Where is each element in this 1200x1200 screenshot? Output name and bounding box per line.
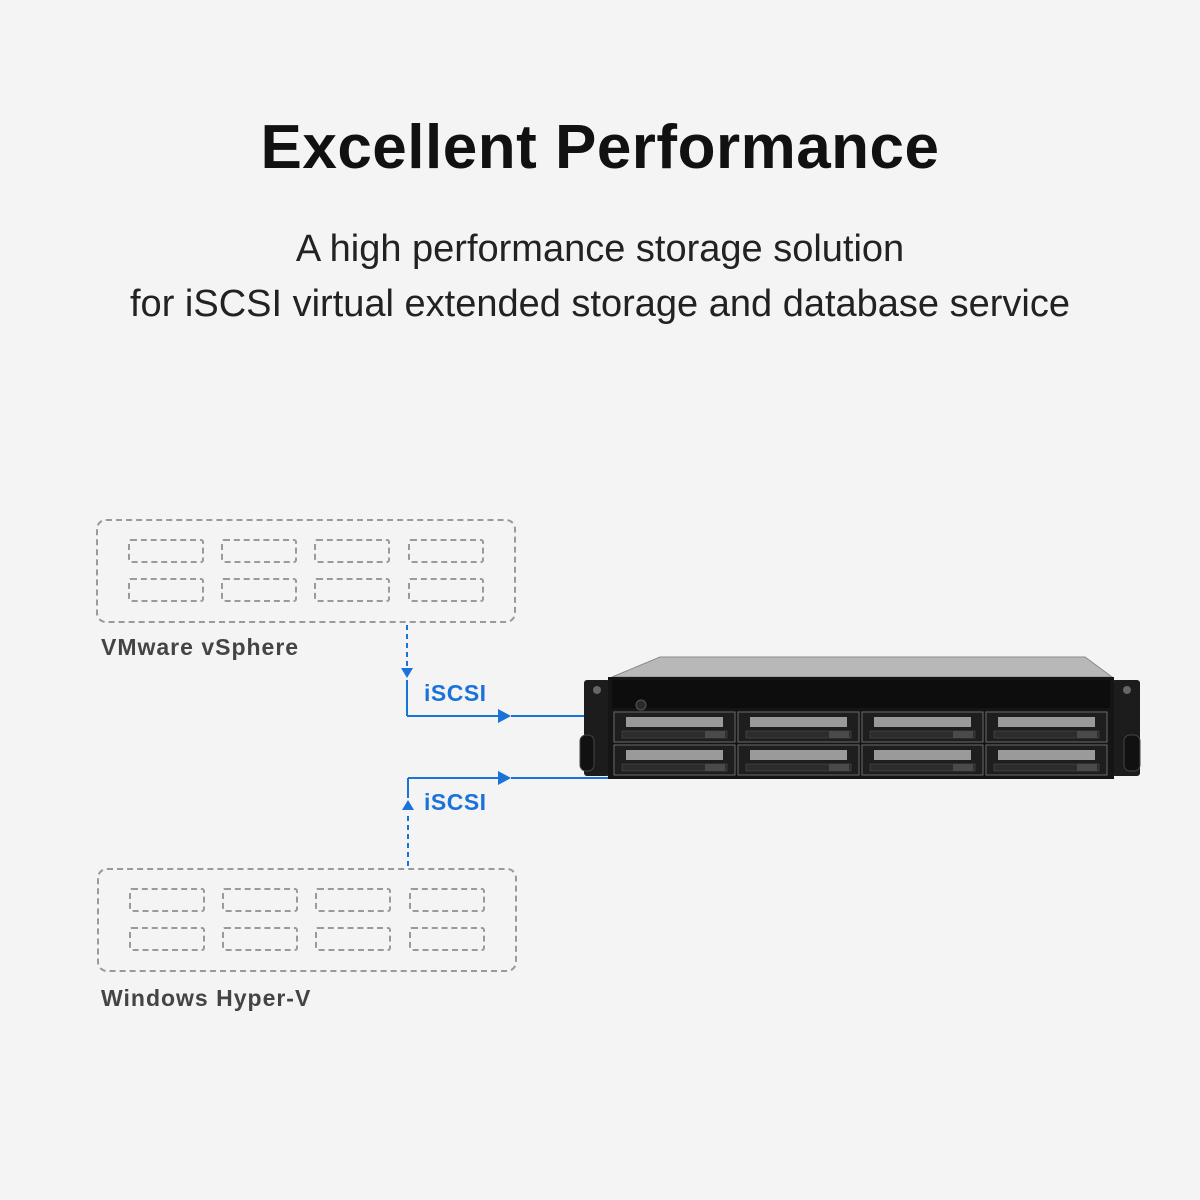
drive-bay <box>985 744 1108 776</box>
page-title: Excellent Performance <box>260 113 940 182</box>
bay-latch <box>1077 764 1097 771</box>
bay-vent <box>998 717 1095 727</box>
server-slot <box>409 888 485 912</box>
server-slot <box>222 888 298 912</box>
server-slot <box>221 539 297 563</box>
bay-vent <box>874 750 971 760</box>
server-slot <box>408 539 484 563</box>
nas-lid <box>612 657 1112 677</box>
drive-bay <box>861 744 984 776</box>
bay-latch <box>705 731 725 738</box>
power-button-icon <box>635 699 647 711</box>
server-slot <box>222 927 298 951</box>
bay-vent <box>626 717 723 727</box>
iscsi-label-bottom: iSCSI <box>424 789 487 815</box>
hyperv-label: Windows Hyper-V <box>101 985 312 1011</box>
server-slot <box>315 927 391 951</box>
server-slot <box>129 927 205 951</box>
server-slot <box>314 578 390 602</box>
drive-bay <box>737 744 860 776</box>
bay-vent <box>750 750 847 760</box>
arrow-right-icon <box>498 771 511 785</box>
bay-latch <box>705 764 725 771</box>
server-slot <box>221 578 297 602</box>
bay-latch <box>829 764 849 771</box>
bay-vent <box>874 717 971 727</box>
vmware-label: VMware vSphere <box>101 634 300 660</box>
server-slot <box>315 888 391 912</box>
vmware-connection <box>401 625 612 723</box>
arrow-up-icon <box>402 800 414 810</box>
hyperv-connection <box>402 771 612 866</box>
arrow-down-icon <box>401 668 413 678</box>
drive-bay <box>613 711 736 743</box>
vmware-host-box <box>96 519 516 623</box>
bay-latch <box>829 731 849 738</box>
iscsi-label-top: iSCSI <box>424 680 487 706</box>
drive-bay <box>861 711 984 743</box>
bay-vent <box>998 750 1095 760</box>
nas-drive-bays <box>613 711 1108 776</box>
arrow-right-icon <box>498 709 511 723</box>
server-slot <box>314 539 390 563</box>
subtitle-line-2: for iSCSI virtual extended storage and d… <box>130 283 1070 325</box>
server-slot <box>128 578 204 602</box>
bay-latch <box>953 731 973 738</box>
server-slot <box>408 578 484 602</box>
bay-latch <box>953 764 973 771</box>
hyperv-host-box <box>97 868 517 972</box>
bay-vent <box>626 750 723 760</box>
drive-bay <box>985 711 1108 743</box>
bay-latch <box>1077 731 1097 738</box>
server-slot <box>409 927 485 951</box>
drive-bay <box>737 711 860 743</box>
server-slot <box>128 539 204 563</box>
server-slot <box>129 888 205 912</box>
bay-vent <box>750 717 847 727</box>
drive-bay <box>613 744 736 776</box>
subtitle-line-1: A high performance storage solution <box>295 228 905 270</box>
